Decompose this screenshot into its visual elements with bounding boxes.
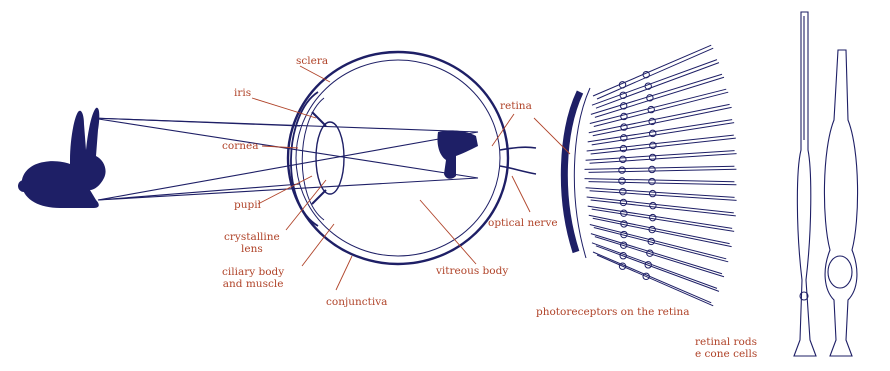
photoreceptor-nucleus: [620, 199, 626, 205]
photoreceptor-nucleus: [649, 154, 655, 160]
retina-photoreceptor-layer: [564, 88, 590, 258]
label-optical-nerve: optical nerve: [488, 217, 558, 229]
label-crystalline-lens: crystalline lens: [224, 231, 280, 255]
label-conjunctiva: conjunctiva: [326, 296, 387, 308]
photoreceptor-strand: [593, 252, 711, 303]
rabbit-figure: [18, 108, 106, 208]
photoreceptor-strand: [591, 74, 722, 114]
photoreceptor-strand: [590, 191, 737, 201]
photoreceptor-strand: [591, 200, 736, 216]
photoreceptor-strand: [587, 135, 734, 151]
label-cornea: cornea: [222, 140, 258, 152]
label-pupil: pupil: [234, 199, 261, 211]
label-vitreous-body: vitreous body: [436, 265, 508, 277]
label-ciliary-body: ciliary body and muscle: [222, 266, 284, 290]
photoreceptor-nucleus: [650, 214, 656, 220]
photoreceptor-cells: [585, 45, 737, 306]
photoreceptor-strand: [588, 206, 732, 228]
photoreceptor-strand: [592, 123, 734, 145]
photoreceptor-strand: [586, 188, 735, 198]
photoreceptor-nucleus: [649, 178, 655, 184]
photoreceptor-strand: [597, 48, 713, 99]
photoreceptor-strand: [585, 179, 735, 182]
label-iris: iris: [234, 87, 251, 99]
photoreceptor-nucleus: [619, 167, 625, 173]
label-retina: retina: [500, 100, 532, 112]
photoreceptor-nucleus: [619, 178, 625, 184]
label-sclera: sclera: [296, 55, 328, 67]
photoreceptor-nucleus: [649, 190, 655, 196]
photoreceptor-strand: [587, 197, 734, 213]
photoreceptor-nucleus: [620, 188, 626, 194]
photoreceptor-nucleus: [621, 210, 627, 216]
label-rods-cones: retinal rods e cone cells: [695, 336, 757, 360]
eyeball: [288, 52, 536, 264]
rod-cell: [794, 12, 816, 356]
photoreceptor-nucleus: [620, 92, 626, 98]
photoreceptor-strand: [589, 169, 737, 172]
photoreceptor-strand: [593, 45, 711, 96]
light-rays: [92, 118, 478, 200]
photoreceptor-nucleus: [650, 202, 656, 208]
photoreceptor-strand: [595, 237, 724, 277]
photoreceptor-strand: [585, 166, 735, 169]
label-photoreceptors: photoreceptors on the retina: [536, 306, 689, 318]
photoreceptor-nucleus: [649, 166, 655, 172]
photoreceptor-nucleus: [620, 156, 626, 162]
photoreceptor-strand: [589, 182, 737, 185]
photoreceptor-strand: [592, 243, 717, 289]
photoreceptor-strand: [596, 63, 719, 109]
cone-cell: [824, 50, 857, 356]
inverted-rabbit-image: [437, 130, 478, 178]
